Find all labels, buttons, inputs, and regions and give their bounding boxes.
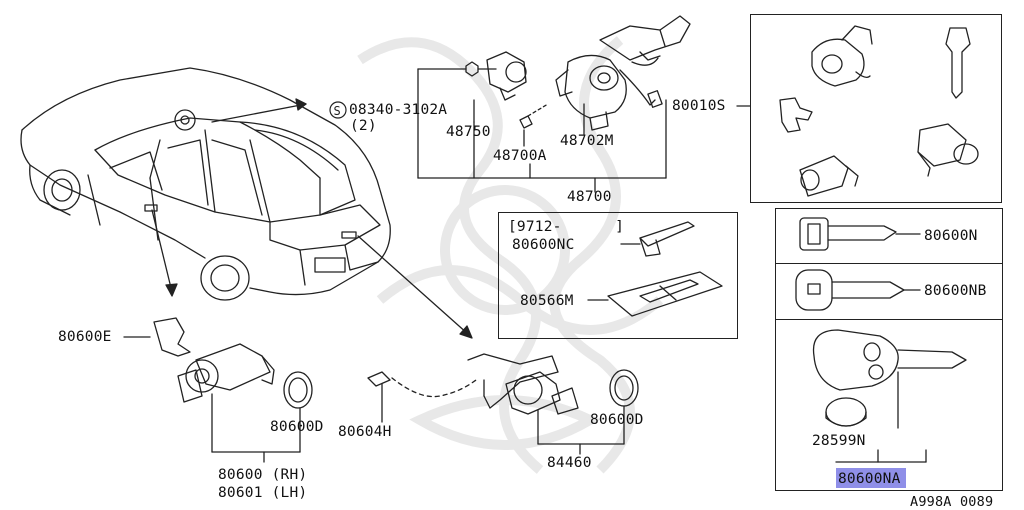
sedan-car-drawing bbox=[20, 67, 391, 301]
key-na-label[interactable]: 80600NA bbox=[838, 471, 901, 487]
lock-bolt-label[interactable]: 48700A bbox=[493, 148, 547, 164]
watermark-emblem bbox=[357, 36, 664, 474]
diagram-id-label: A998A 0089 bbox=[910, 494, 994, 510]
screw-symbol-s: S bbox=[329, 101, 347, 119]
key-nb-drawing bbox=[795, 269, 921, 311]
door-rh-label[interactable]: 80600 (RH) bbox=[218, 467, 308, 483]
gasket-right-label[interactable]: 80600D bbox=[590, 412, 644, 428]
blank-key-label[interactable]: 80600NC bbox=[512, 237, 575, 253]
door-lock-drawing bbox=[123, 317, 313, 463]
steering-lock-label[interactable]: 48702M bbox=[560, 133, 614, 149]
key-set-drawing bbox=[779, 25, 979, 197]
battery-label[interactable]: 28599N bbox=[812, 433, 866, 449]
bolt-qty-label: (2) bbox=[350, 118, 377, 134]
key-options-divider-2 bbox=[775, 319, 1003, 320]
key-drawing bbox=[945, 27, 971, 99]
key-set-label[interactable]: 80010S bbox=[672, 98, 726, 114]
door-lh-label[interactable]: 80601 (LH) bbox=[218, 485, 308, 501]
clip-label[interactable]: 80600E bbox=[58, 329, 112, 345]
key-options-divider-1 bbox=[775, 263, 1003, 264]
steering-assy-label[interactable]: 48700 bbox=[567, 189, 612, 205]
selected-part-highlight bbox=[836, 468, 906, 488]
key-nb-label[interactable]: 80600NB bbox=[924, 283, 987, 299]
date-code-label: [9712- ] bbox=[508, 219, 625, 235]
blank-key-drawing bbox=[587, 221, 723, 317]
coin-battery-drawing bbox=[825, 397, 867, 427]
key-holder-label[interactable]: 80566M bbox=[520, 293, 574, 309]
remote-key-drawing bbox=[812, 329, 967, 391]
trunk-cylinder-label[interactable]: 84460 bbox=[547, 455, 592, 471]
clip-drawing bbox=[779, 97, 813, 133]
gasket-left-label[interactable]: 80600D bbox=[270, 419, 324, 435]
blank-key-box bbox=[498, 212, 738, 339]
steering-cylinder-label[interactable]: 48750 bbox=[446, 124, 491, 140]
key-n-drawing bbox=[799, 217, 921, 251]
key-options-box bbox=[775, 208, 1003, 491]
screw-label[interactable]: 80604H bbox=[338, 424, 392, 440]
svg-text:S: S bbox=[334, 104, 341, 118]
car-callout-arrows bbox=[151, 98, 473, 339]
key-n-label[interactable]: 80600N bbox=[924, 228, 978, 244]
steering-leader-lines bbox=[417, 68, 667, 193]
key-set-box bbox=[750, 14, 1002, 203]
steering-lock-drawing bbox=[465, 15, 691, 131]
bolt-part-label[interactable]: 08340-3102A bbox=[349, 102, 448, 118]
gasket-ring-drawing bbox=[283, 371, 313, 409]
key-panel-leaders bbox=[835, 371, 927, 463]
trunk-lock-drawing bbox=[367, 353, 639, 455]
